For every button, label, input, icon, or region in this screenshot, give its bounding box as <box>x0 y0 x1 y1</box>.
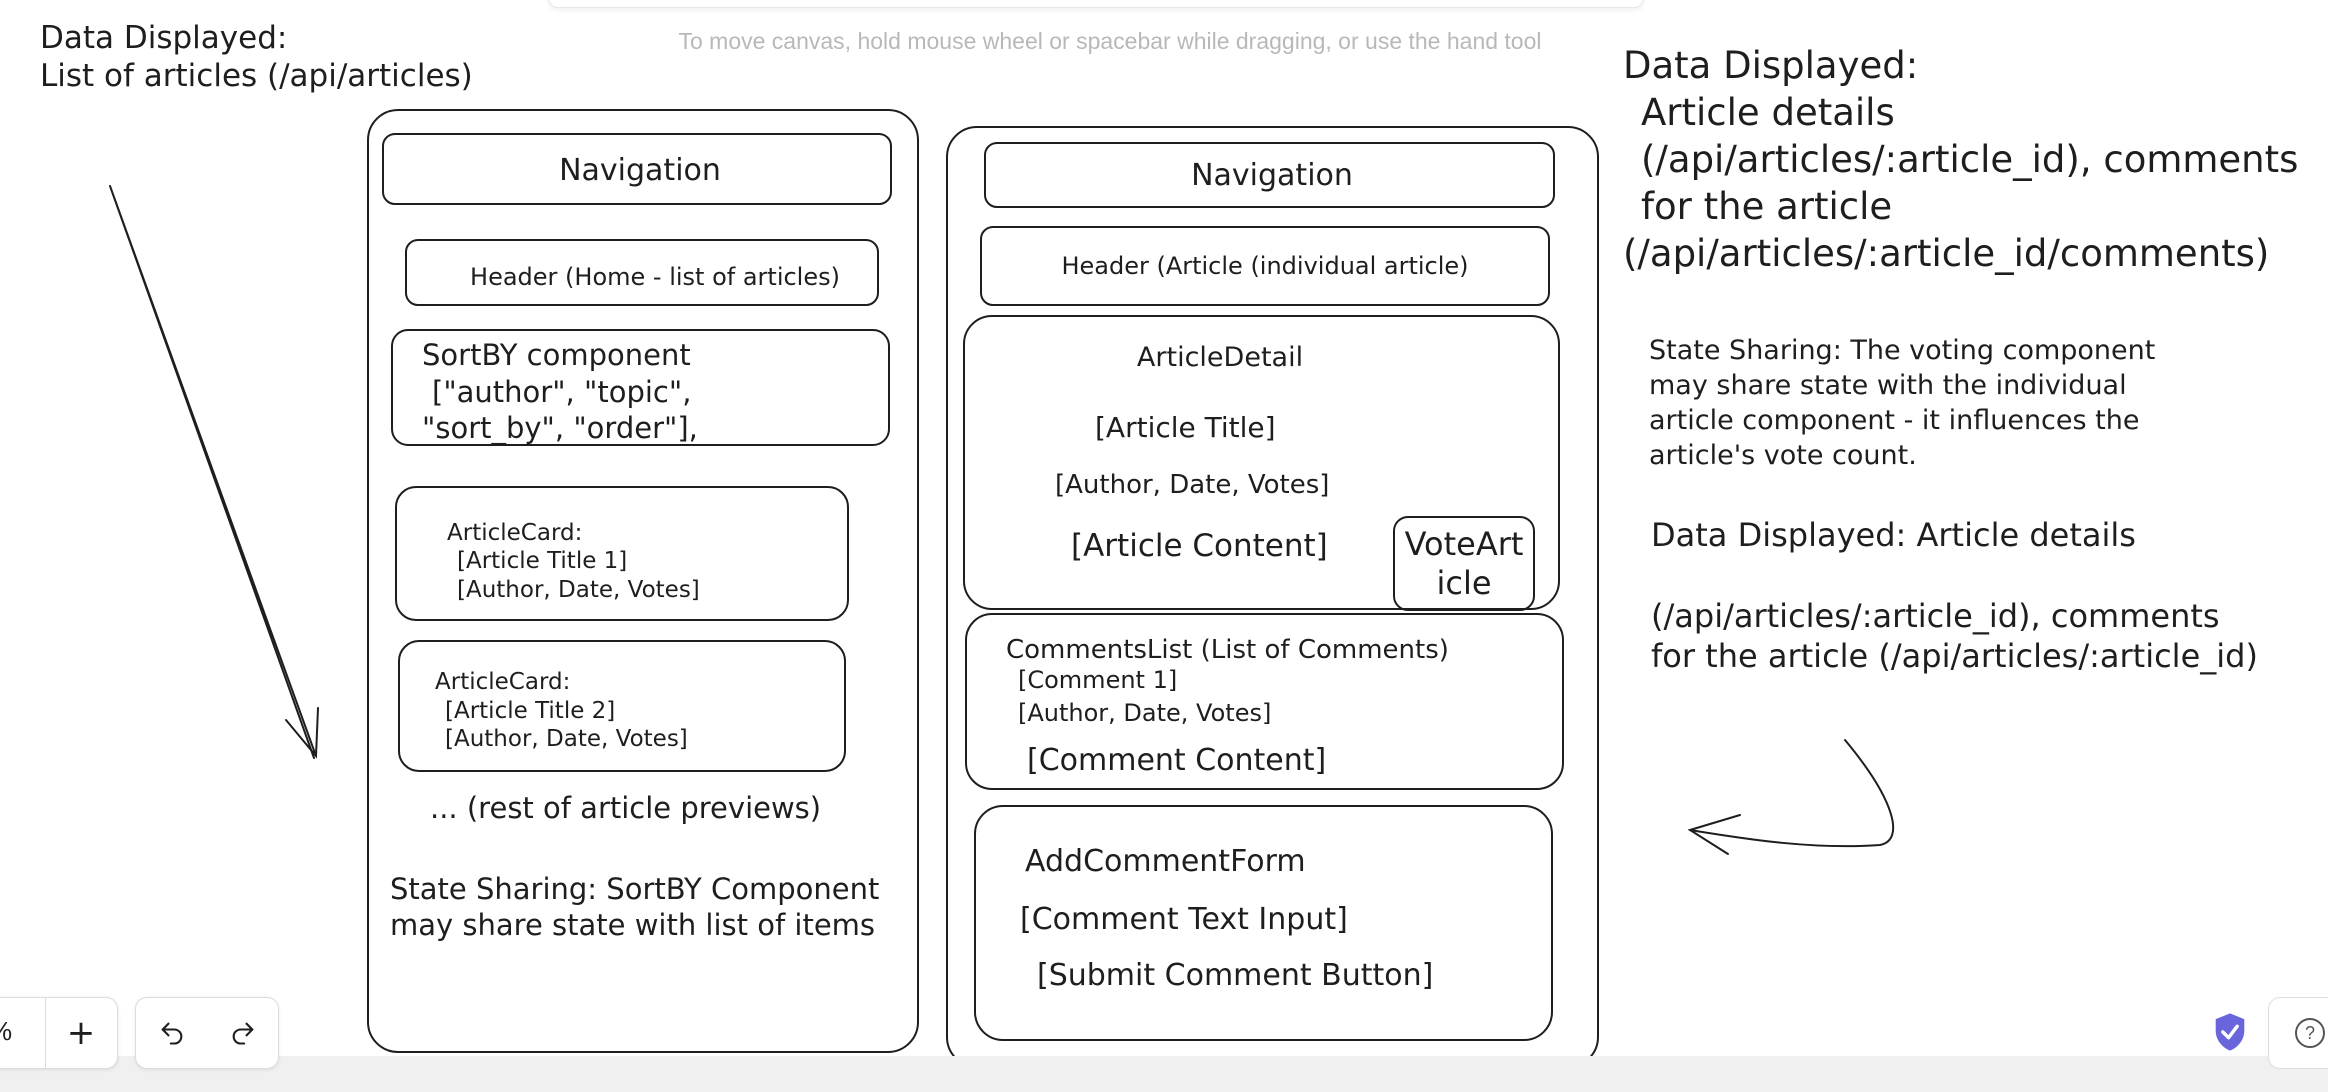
sortby-line2: ["author", "topic", <box>432 375 691 409</box>
right-data2-line3: for the article (/api/articles/:article_… <box>1651 637 2258 675</box>
down-arrow-head[interactable] <box>285 707 319 759</box>
home-state-line2: may share state with list of items <box>390 908 875 942</box>
vote-article-box[interactable] <box>1393 516 1535 611</box>
article-card-1-box[interactable] <box>395 486 849 621</box>
card2-line2: [Article Title 2] <box>445 698 615 724</box>
right-note-line2: Article details <box>1641 91 1895 134</box>
zoom-in-button[interactable]: + <box>66 1013 96 1053</box>
comments-line2: [Comment 1] <box>1018 666 1177 694</box>
undo-icon <box>161 1022 182 1045</box>
sortby-box[interactable] <box>391 329 890 446</box>
down-arrow[interactable] <box>109 185 317 759</box>
card1-line1: ArticleCard: <box>447 520 582 546</box>
left-note-line1: Data Displayed: <box>40 20 287 56</box>
sortby-line1: SortBY component <box>422 338 691 372</box>
right-note-line1: Data Displayed: <box>1623 44 1918 87</box>
card1-line3: [Author, Date, Votes] <box>457 577 700 603</box>
add-comment-form-box[interactable] <box>974 805 1553 1041</box>
comments-line3: [Author, Date, Votes] <box>1018 699 1271 727</box>
home-header-label: Header (Home - list of articles) <box>470 263 840 291</box>
home-navigation-label: Navigation <box>559 153 721 188</box>
shield-icon[interactable] <box>2212 1012 2248 1052</box>
form-line2: [Comment Text Input] <box>1020 902 1348 937</box>
comments-line1: CommentsList (List of Comments) <box>1006 635 1449 665</box>
home-page-frame[interactable] <box>367 109 919 1053</box>
article-navigation-label: Navigation <box>1191 158 1353 193</box>
right-note-line4: for the article <box>1641 185 1892 228</box>
article-detail-line2: [Author, Date, Votes] <box>1055 470 1329 500</box>
article-detail-line3: [Article Content] <box>1071 528 1328 564</box>
article-header-label: Header (Article (individual article) <box>1061 252 1468 280</box>
home-header-box[interactable] <box>405 239 879 306</box>
footer-bar <box>0 1056 2328 1092</box>
help-button[interactable]: ? <box>2268 997 2328 1069</box>
right-state-line2: may share state with the individual <box>1649 370 2127 401</box>
right-note-line5: (/api/articles/:article_id/comments) <box>1623 232 2269 275</box>
right-data2-line1: Data Displayed: Article details <box>1651 516 2136 554</box>
vote-line1: VoteArt <box>1405 525 1524 563</box>
right-data2-line2: (/api/articles/:article_id), comments <box>1651 597 2220 635</box>
article-card-2-box[interactable] <box>398 640 846 772</box>
left-note-line2: List of articles (/api/articles) <box>40 58 473 94</box>
canvas-hint: To move canvas, hold mouse wheel or spac… <box>678 28 1542 54</box>
right-state-line3: article component - it influences the <box>1649 405 2139 436</box>
zoom-controls: % + <box>0 997 118 1069</box>
card1-line2: [Article Title 1] <box>457 548 627 574</box>
rest-of-articles: ... (rest of article previews) <box>430 791 821 825</box>
home-state-line1: State Sharing: SortBY Component <box>390 872 879 906</box>
redo-icon <box>232 1022 253 1045</box>
form-line1: AddCommentForm <box>1025 844 1306 879</box>
home-navigation-box[interactable] <box>382 133 892 205</box>
curved-arrow-head[interactable] <box>1687 814 1741 855</box>
curved-arrow[interactable] <box>1689 739 1895 848</box>
vote-line2: icle <box>1436 564 1491 602</box>
right-state-line1: State Sharing: The voting component <box>1649 335 2155 366</box>
right-note-line3: (/api/articles/:article_id), comments <box>1641 138 2298 181</box>
article-detail-title: ArticleDetail <box>1137 342 1303 373</box>
article-header-box[interactable] <box>980 226 1550 306</box>
sortby-line3: "sort_by", "order"], <box>422 411 698 445</box>
undo-redo-controls <box>135 997 279 1069</box>
redo-button[interactable] <box>207 998 278 1068</box>
right-state-line4: article's vote count. <box>1649 440 1917 471</box>
article-detail-box[interactable] <box>963 315 1560 610</box>
article-navigation-box[interactable] <box>984 142 1555 208</box>
article-detail-line1: [Article Title] <box>1095 411 1276 444</box>
form-line3: [Submit Comment Button] <box>1037 958 1433 993</box>
card2-line1: ArticleCard: <box>435 669 570 695</box>
comments-list-box[interactable] <box>965 613 1564 790</box>
zoom-percentage: % <box>0 1016 12 1047</box>
zoom-divider <box>45 998 46 1068</box>
card2-line3: [Author, Date, Votes] <box>445 726 688 752</box>
undo-button[interactable] <box>136 998 207 1068</box>
comments-line4: [Comment Content] <box>1027 743 1326 778</box>
help-icon: ? <box>2295 1018 2325 1048</box>
